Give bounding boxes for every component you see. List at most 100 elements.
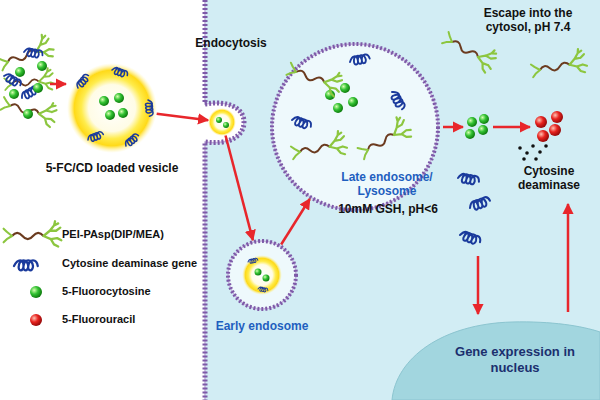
process-arrow: [477, 256, 480, 314]
legend-item: 5-Fluorouracil: [62, 313, 135, 325]
cell-membrane: [205, 0, 244, 400]
gene-coil: [248, 258, 259, 264]
node-outline: [67, 63, 157, 153]
enzyme-dot: [518, 146, 522, 150]
cytosol-area: [205, 0, 600, 400]
node-label: 10mM GSH, pH<6: [328, 202, 448, 216]
gene-coil: [23, 48, 43, 59]
enzyme-dot: [544, 144, 548, 148]
gene-coil: [2, 72, 22, 88]
gene-coil: [468, 196, 491, 212]
fluorocytosine-ball: [325, 90, 335, 100]
node-outline: [226, 239, 298, 311]
gene-coil: [457, 173, 479, 185]
enzyme-dot: [534, 157, 538, 161]
fluorocytosine-ball: [9, 89, 19, 99]
fluorocytosine-ball: [37, 61, 47, 71]
cell-membrane-inner: [205, 0, 244, 400]
early-endosome-contents: [242, 255, 282, 295]
fluorocytosine-ball: [33, 83, 43, 93]
fluorocytosine-ball: [348, 97, 358, 107]
gene-coil: [87, 131, 105, 143]
fluorocytosine-ball: [479, 114, 489, 124]
annotation: Cytosine deaminase: [503, 164, 595, 193]
fluorouracil-ball: [30, 314, 42, 326]
vesicle-contents: [75, 66, 153, 148]
node-label: Gene expression in nucleus: [440, 344, 590, 375]
gene-coil: [14, 260, 38, 270]
fluorocytosine-ball: [118, 108, 128, 118]
process-arrow: [443, 126, 463, 129]
fluorocytosine-ball: [216, 117, 222, 123]
vesicle-glow: [67, 63, 157, 153]
gene-coil: [145, 100, 153, 117]
legend-text: 5-Fluorocytosine: [62, 285, 151, 297]
polymer-symbol: [530, 48, 588, 81]
bud-contents: [216, 117, 229, 128]
enzyme-dot: [531, 144, 535, 148]
endosome-membrane: [228, 241, 296, 309]
polymer-symbol: [354, 114, 414, 162]
fluorouracil-ball: [551, 111, 563, 123]
fluorocytosine-ball: [23, 109, 33, 119]
fluorocytosine-ball: [105, 110, 115, 120]
enzyme-dot: [538, 150, 542, 154]
gene-coil: [20, 85, 40, 101]
fluorocytosine-ball: [333, 103, 343, 113]
polymer-symbol: [0, 33, 56, 74]
late-endosome-contents: [285, 54, 463, 163]
fluorocytosine-ball: [465, 129, 475, 139]
polymer-symbol: [4, 221, 62, 246]
legend-text: Cytosine deaminase gene: [62, 257, 197, 269]
gene-coil: [459, 230, 482, 246]
legend-item: Cytosine deaminase gene: [62, 257, 197, 269]
polymer-symbol: [0, 90, 59, 127]
polymer-symbol: [285, 56, 345, 97]
fluorocytosine-ball: [99, 96, 109, 106]
fluorocytosine-ball: [114, 93, 124, 103]
fluorouracil-ball: [535, 116, 547, 128]
gene-coil: [349, 54, 370, 66]
polyplex-cluster: [0, 33, 66, 128]
node-label: 5-FC/CD loaded vesicle: [32, 161, 192, 175]
process-arrow: [50, 83, 66, 86]
legend-item: 5-Fluorocytosine: [62, 285, 151, 297]
fluorocytosine-ball: [340, 83, 350, 93]
gene-coil: [111, 66, 129, 78]
node-label: Endocytosis: [186, 36, 276, 50]
node-label: Early endosome: [202, 319, 322, 333]
legend-item: PEI-PAsp(DIP/MEA): [62, 228, 164, 240]
node-outline: [208, 108, 236, 136]
fluorocytosine-ball: [223, 122, 229, 128]
enzyme-dot: [525, 151, 529, 155]
process-arrow: [157, 114, 208, 121]
process-arrow: [281, 199, 310, 245]
enzyme-dot: [522, 157, 526, 161]
gene-coil: [389, 90, 406, 112]
loaded-vesicle: 5-FC/CD loaded vesicle: [67, 63, 157, 153]
gene-coil: [258, 287, 269, 293]
process-arrow: [493, 126, 530, 129]
fluorocytosine-ball: [30, 286, 42, 298]
process-arrow: [567, 204, 570, 312]
gene-coil: [75, 73, 91, 90]
node-label: Late endosome/ Lysosome: [332, 170, 442, 199]
legend-text: PEI-PAsp(DIP/MEA): [62, 228, 164, 240]
nucleus-region: Gene expression in nucleus: [392, 318, 600, 400]
nucleus-shape: [392, 322, 600, 400]
process-arrow: [226, 136, 253, 241]
fluorocytosine-ball: [255, 269, 262, 276]
endosome-fill: [228, 241, 296, 309]
fluorouracil-ball: [537, 130, 549, 142]
early-endosome: Early endosome: [226, 239, 298, 311]
gene-coil: [291, 115, 313, 130]
vesicle-glow: [208, 108, 236, 136]
polymer-symbol: [4, 68, 55, 94]
gene-coil: [123, 133, 140, 149]
